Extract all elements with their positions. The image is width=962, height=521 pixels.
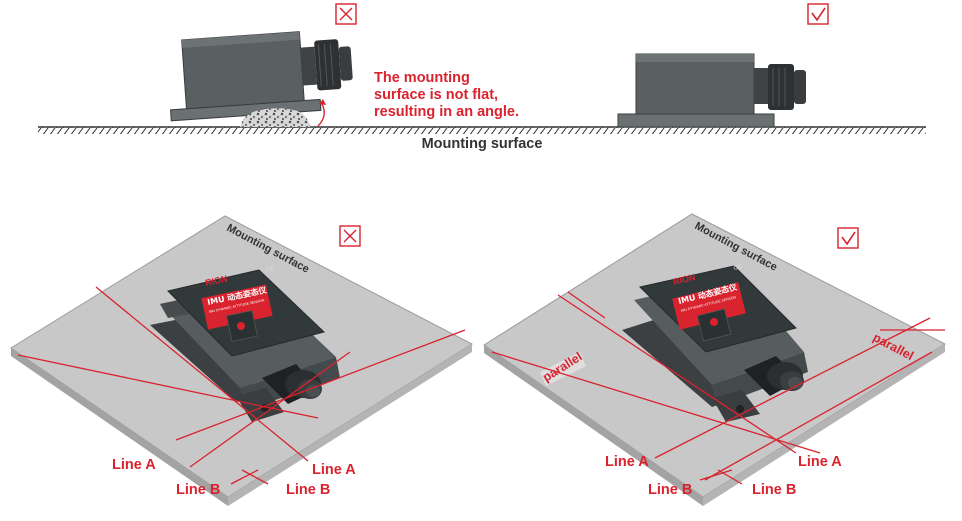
wrong-mark-icon-left xyxy=(339,225,361,247)
device-ce-left: CE xyxy=(265,266,274,274)
line-a-label-right-1: Line A xyxy=(605,454,649,470)
bottom-right-panel: Mounting surface parallel parallel RION … xyxy=(483,213,947,506)
wrong-mark-icon xyxy=(335,3,357,25)
tilted-sensor xyxy=(169,31,353,122)
imu-device-left: RION CE IMU 动态姿态仪 IMU DYNAMIC ATTITUDE S… xyxy=(150,266,340,422)
flat-sensor xyxy=(617,53,806,128)
cable-gland-right xyxy=(744,356,804,396)
warning-line-2: surface is not flat, xyxy=(374,87,498,103)
line-b-label-left-2: Line B xyxy=(286,482,330,498)
line-a-label-left-1: Line A xyxy=(112,457,156,473)
device-brand-left: RION xyxy=(204,273,228,287)
line-b-label-right-2: Line B xyxy=(752,482,796,498)
bottom-left-panel: Mounting surface RION CE IMU 动态姿态仪 IMU D… xyxy=(10,215,474,506)
right-mark-icon-bottom xyxy=(837,227,859,249)
line-b-label-right-1: Line B xyxy=(648,482,692,498)
red-reference-lines-left xyxy=(17,286,466,485)
device-ce-right: CE xyxy=(733,264,743,272)
imu-device-right: RION CE IMU 动态姿态仪 IMU DYNAMIC ATTITUDE S… xyxy=(622,264,808,422)
red-reference-lines-right xyxy=(491,291,945,485)
mounting-surface-ground xyxy=(38,126,926,134)
warning-line-3: resulting in an angle. xyxy=(374,104,519,120)
top-section: Mounting surface The mounting surface is… xyxy=(38,3,926,152)
warning-line-1: The mounting xyxy=(374,70,470,86)
line-a-label-left-2: Line A xyxy=(312,462,356,478)
line-a-label-right-2: Line A xyxy=(798,454,842,470)
debris-under-sensor xyxy=(240,108,310,127)
angle-arrow-icon xyxy=(317,99,326,127)
warning-text: The mounting surface is not flat, result… xyxy=(374,70,519,120)
line-b-label-left-1: Line B xyxy=(176,482,220,498)
right-mark-icon xyxy=(807,3,829,25)
mounting-surface-label: Mounting surface xyxy=(422,136,543,152)
